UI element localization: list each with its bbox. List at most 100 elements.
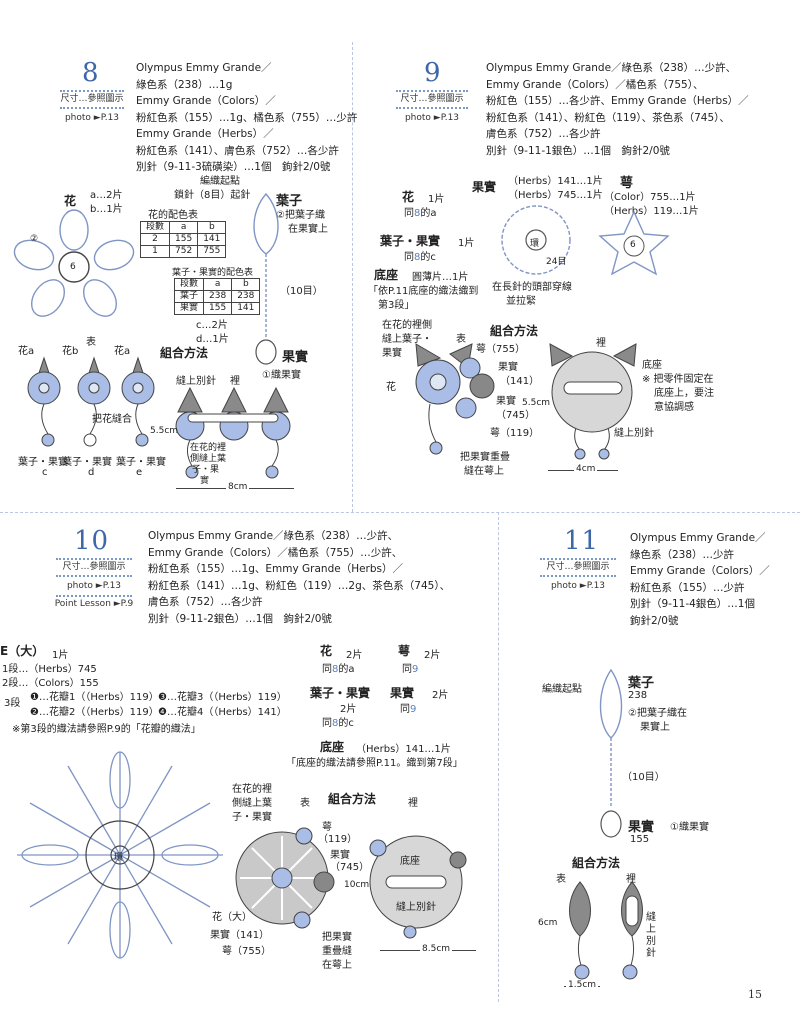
fruit-141-code: （141） bbox=[500, 376, 540, 387]
material-line: 粉紅色系（155）…1g、橘色系（755）…少許 bbox=[136, 111, 358, 124]
fruit-745-label-10: 果實 bbox=[330, 850, 350, 861]
page-number: 15 bbox=[748, 988, 762, 1001]
dim-height-11: 6cm bbox=[538, 918, 558, 928]
fruit-title-8: 果實 bbox=[282, 350, 309, 365]
base-note-10: 「底座的織法請參照P.11。織到第7段」 bbox=[286, 758, 463, 769]
size-ref-9: 尺寸…參照圖示 bbox=[400, 94, 464, 104]
base-note-9a: 「依P.11底座的織法織到 bbox=[368, 286, 479, 297]
material-line: 粉紅色系（155）…少許 bbox=[630, 581, 745, 594]
ref-number: 8 bbox=[414, 208, 421, 219]
table-cell: 段數 bbox=[173, 278, 205, 291]
material-line: Emmy Grande（Colors）／ bbox=[136, 95, 276, 107]
material-line: 鉤針2/0號 bbox=[630, 614, 679, 627]
ref-number: 8 bbox=[332, 664, 339, 675]
back-label-10: 裡 bbox=[408, 798, 418, 809]
table-cell: b bbox=[197, 221, 227, 234]
fruit-141-label-10: 果實（141） bbox=[210, 930, 270, 941]
photo-ref-9: photo ►P.13 bbox=[404, 113, 460, 123]
flower-a-qty: a…2片 bbox=[90, 190, 123, 201]
dotted-rule bbox=[56, 575, 132, 579]
ref-suffix: 的c bbox=[420, 252, 436, 263]
front-label-10: 表 bbox=[300, 798, 310, 809]
leaf-title-8: 葉子 bbox=[276, 194, 303, 209]
ref-number: 8 bbox=[414, 252, 421, 263]
fruit-step-11: ①織果實 bbox=[670, 822, 709, 833]
calyx-title-10: 萼 bbox=[398, 644, 411, 658]
calyx-same-10: 同9 bbox=[402, 660, 418, 675]
table-cell: 1 bbox=[139, 245, 171, 258]
pattern-number-9: 9 bbox=[424, 58, 442, 88]
dotted-rule bbox=[60, 107, 124, 111]
calyx-line-9a: （Color）755…1片 bbox=[604, 192, 696, 203]
fruit-note-9a: 在長針的頭部穿線 bbox=[492, 282, 572, 293]
flower-same-9: 同8的a bbox=[404, 204, 437, 219]
table-cell: 2 bbox=[139, 233, 171, 246]
base-note-9b: 第3段」 bbox=[378, 300, 415, 311]
calyx-119-label-10: 萼 bbox=[322, 822, 332, 833]
start-label-11: 編織起點 bbox=[542, 684, 582, 695]
base-title-10: 底座 bbox=[320, 740, 345, 754]
petal-note: ※第3段的織法請參照P.9的「花瓣的織法」 bbox=[12, 724, 201, 735]
flower-qty-9: 1片 bbox=[428, 194, 445, 205]
inside-note-10b: 側縫上葉 bbox=[232, 798, 272, 809]
flower-title-10: 花 bbox=[320, 644, 333, 658]
rows-count-11: （10目） bbox=[622, 772, 665, 783]
inside-note-9c: 果實 bbox=[382, 348, 402, 359]
calyx-755-label-10: 萼（755） bbox=[222, 946, 272, 957]
material-line: Emmy Grande（Colors）／橘色系（755）、 bbox=[486, 78, 704, 91]
dim-height-9: 5.5cm bbox=[522, 398, 551, 408]
fruit-title-9: 果實 bbox=[472, 180, 497, 194]
dim-width-10: 8.5cm bbox=[420, 944, 453, 954]
pin-sew-8: 縫上別針 bbox=[176, 376, 216, 387]
fruit-745-code-10: （745） bbox=[330, 862, 370, 873]
same-text: 同 bbox=[322, 664, 332, 675]
pin-note-11a: 縫 bbox=[646, 912, 656, 923]
material-line: 粉紅色系（141）…1g、粉紅色（119）…2g、茶色系（745）、 bbox=[148, 579, 451, 592]
calyx-title-9: 萼 bbox=[620, 176, 634, 191]
assembly-title-8: 組合方法 bbox=[160, 346, 209, 360]
base-label-10: 底座 bbox=[400, 856, 420, 867]
petal-3: ❸…花瓣3（（Herbs）119） bbox=[158, 692, 287, 703]
size-ref-11: 尺寸…參照圖示 bbox=[546, 562, 610, 572]
fruit-ring-9: 環 bbox=[530, 239, 540, 249]
material-line: Emmy Grande（Colors）／橘色系（755）…少許、 bbox=[148, 546, 403, 559]
base-label-9: 底座 bbox=[642, 360, 662, 371]
leaf-same-10: 同8的c bbox=[322, 714, 354, 729]
base-note-9-2: 底座上，要注 bbox=[654, 388, 714, 399]
fruit-745-label: 果實 bbox=[496, 396, 516, 407]
pattern-number-10: 10 bbox=[74, 526, 110, 556]
dotted-rule bbox=[396, 107, 468, 111]
ref-number: 8 bbox=[332, 718, 339, 729]
fruit-qty-10: 2片 bbox=[432, 690, 449, 701]
leaf-chart-8 bbox=[253, 192, 279, 365]
table-cell: 752 bbox=[169, 245, 199, 258]
material-line: Olympus Emmy Grande／綠色系（238）…少許、 bbox=[148, 530, 399, 542]
row-3: 3段 bbox=[4, 698, 21, 709]
inside-note-9b: 縫上葉子・ bbox=[382, 334, 432, 345]
fruit-line-9a: （Herbs）141…1片 bbox=[508, 176, 603, 187]
leaf-step-11a: ②把葉子織在 bbox=[628, 708, 687, 719]
ref-suffix: 的a bbox=[420, 208, 437, 219]
assembly-back-9 bbox=[549, 343, 637, 460]
dotted-rule bbox=[56, 558, 132, 562]
photo-ref-11: photo ►P.13 bbox=[550, 581, 606, 591]
material-line: 別針（9-11-1銀色）…1個 鉤針2/0號 bbox=[486, 144, 670, 157]
front-label-11: 表 bbox=[556, 874, 566, 885]
leaf-fruit-e-label: 葉子・果實 bbox=[116, 457, 166, 468]
ref-number: 9 bbox=[410, 704, 417, 715]
flower-label-9: 花 bbox=[386, 382, 396, 393]
inside-note-10c: 子・果實 bbox=[232, 812, 272, 823]
assembly-back-8 bbox=[175, 386, 291, 479]
dotted-rule bbox=[540, 558, 616, 562]
rows-count-8: （10目） bbox=[280, 286, 323, 297]
calyx-119-code-10: （119） bbox=[318, 834, 358, 845]
material-line: 別針（9-11-4銀色）…1個 bbox=[630, 598, 755, 610]
front-label-9: 表 bbox=[456, 334, 466, 345]
ref-number: 9 bbox=[412, 664, 419, 675]
assembly-title-9: 組合方法 bbox=[490, 324, 539, 338]
flower-center-count: 6 bbox=[70, 262, 76, 272]
fruit-same-10: 同9 bbox=[400, 700, 416, 715]
